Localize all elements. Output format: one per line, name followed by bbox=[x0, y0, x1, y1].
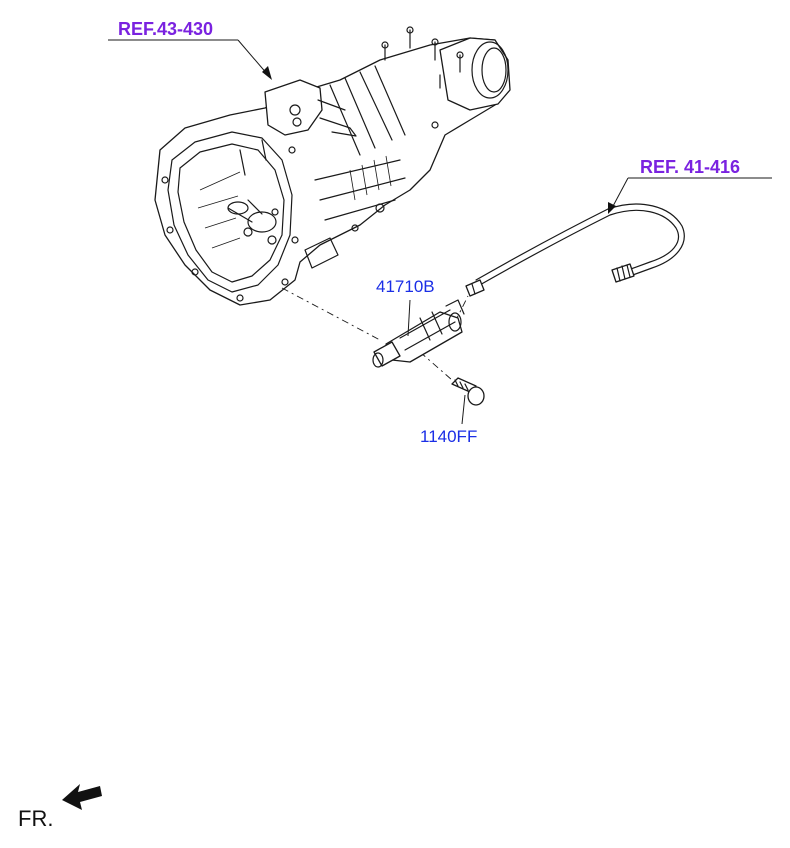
ref-41-416-arrowhead-icon bbox=[608, 202, 616, 214]
transmission-assembly-illustration bbox=[154, 26, 511, 306]
part-41710b-link[interactable]: 41710B bbox=[376, 277, 435, 296]
ref-41-416-leader-line bbox=[611, 177, 629, 209]
front-label: FR. bbox=[18, 806, 53, 831]
bolt-illustration bbox=[451, 377, 485, 406]
clutch-slave-cylinder-illustration bbox=[372, 299, 465, 368]
ref-43-430-callout[interactable]: REF.43-430 bbox=[108, 19, 272, 80]
part-41710b-leader-line bbox=[407, 299, 411, 337]
front-direction-arrow-icon bbox=[62, 784, 102, 810]
ref-43-430-link[interactable]: REF.43-430 bbox=[118, 19, 213, 39]
hose-end-fitting bbox=[611, 263, 635, 283]
ref-43-430-leader-line bbox=[237, 39, 269, 76]
ref-43-430-arrowhead-icon bbox=[262, 66, 272, 80]
front-orientation-marker: FR. bbox=[18, 784, 102, 831]
clutch-hose-illustration bbox=[465, 203, 685, 297]
ref-41-416-callout[interactable]: REF. 41-416 bbox=[608, 157, 772, 214]
bolt-alignment-line bbox=[419, 351, 453, 381]
ref-41-416-link[interactable]: REF. 41-416 bbox=[640, 157, 740, 177]
part-1140ff-link[interactable]: 1140FF bbox=[420, 427, 477, 446]
cylinder-alignment-line bbox=[281, 287, 381, 341]
part-1140ff-leader-line bbox=[461, 394, 466, 425]
